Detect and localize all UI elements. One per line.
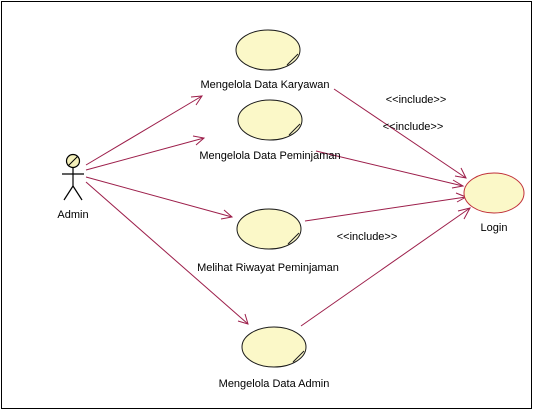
include-peminjaman-login[interactable] (315, 150, 464, 187)
use-case-mengelola-data-admin[interactable]: Mengelola Data Admin (219, 326, 330, 390)
actor-head-slash (67, 155, 79, 167)
include-stereotype-1: <<include>> (386, 94, 447, 106)
include-dependencies (300, 88, 471, 327)
include-riwayat-login[interactable] (304, 196, 467, 222)
login-label: Login (481, 222, 508, 234)
include-stereotype-2: <<include>> (383, 121, 444, 133)
arrowhead-include-admin (457, 207, 471, 220)
include-admin-login[interactable] (300, 207, 471, 327)
use-case-ellipse (236, 208, 302, 250)
arrowhead-include-peminjaman (451, 179, 465, 189)
arrowhead-admin (237, 313, 249, 325)
use-case-ellipse (235, 29, 301, 71)
arrowhead-peminjaman (192, 135, 206, 146)
use-case-label: Mengelola Data Karyawan (200, 79, 329, 91)
login-ellipse (463, 172, 525, 214)
use-case-ellipse (237, 99, 303, 141)
use-case-mark (288, 123, 301, 136)
actor-associations (85, 95, 249, 325)
use-case-login[interactable]: Login (463, 172, 525, 234)
use-case-label: Mengelola Data Admin (219, 378, 330, 390)
actor-left-leg (63, 185, 74, 201)
use-case-ellipse (241, 326, 307, 368)
association-admin-peminjaman[interactable] (85, 137, 205, 171)
include-karyawan-login[interactable] (333, 88, 467, 179)
association-admin-riwayat[interactable] (85, 176, 233, 218)
use-case-mengelola-data-peminjaman[interactable]: Mengelola Data Peminjaman (199, 99, 341, 162)
use-case-mengelola-data-karyawan[interactable]: Mengelola Data Karyawan (200, 29, 330, 91)
use-case-mark (286, 53, 299, 66)
use-case-mark (292, 350, 305, 363)
arrowhead-karyawan (190, 95, 203, 106)
include-stereotype-3: <<include>> (337, 231, 398, 243)
association-admin-karyawan[interactable] (85, 95, 203, 166)
association-admin-admin[interactable] (85, 181, 249, 325)
use-case-melihat-riwayat-peminjaman[interactable]: Melihat Riwayat Peminjaman (197, 208, 339, 274)
use-case-label: Melihat Riwayat Peminjaman (197, 262, 339, 274)
use-case-label: Mengelola Data Peminjaman (199, 150, 340, 162)
arrowhead-include-karyawan (454, 167, 467, 179)
actor-admin[interactable]: Admin (57, 153, 89, 222)
actor-label: Admin (57, 209, 88, 221)
arrowhead-riwayat (220, 209, 234, 220)
use-case-mark (287, 232, 300, 245)
actor-right-leg (72, 185, 83, 201)
